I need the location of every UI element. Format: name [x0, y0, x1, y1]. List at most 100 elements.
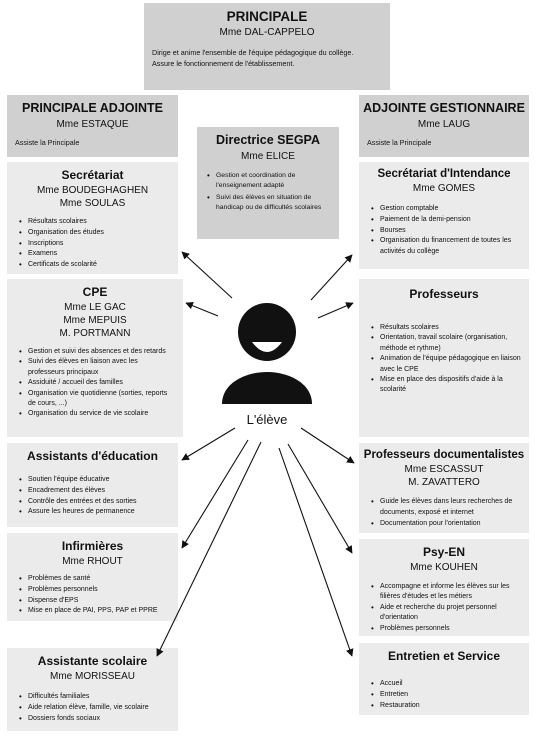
list-item: Gestion et coordination de l'enseignemen… [207, 171, 329, 191]
documentalistes-list: Guide les élèves dans leurs recherches d… [359, 489, 529, 529]
list-item: Gestion comptable [371, 204, 521, 215]
cpe-title: CPE [82, 285, 108, 299]
list-item: Orientation, travail scolaire (organisat… [371, 333, 521, 354]
arrow-to-secretariat [181, 251, 233, 299]
student-icon [222, 303, 312, 404]
cpe-box: CPE Mme LE GAC Mme MEPUIS M. PORTMANN Ge… [7, 279, 183, 437]
professeurs-box: Professeurs Résultats scolaires Orientat… [359, 279, 529, 437]
principale-name: Mme DAL-CAPPELO [219, 27, 315, 38]
arrow-to-psy-en [287, 443, 353, 554]
list-item: Résultats scolaires [19, 217, 170, 228]
intendance-box: Secrétariat d'Intendance Mme GOMES Gesti… [359, 162, 529, 269]
list-item: Documentation pour l'orientation [371, 519, 521, 530]
secretariat-name-1: Mme BOUDEGHAGHEN [36, 185, 149, 196]
documentalistes-title: Professeurs documentalistes [363, 449, 525, 461]
list-item: Organisation des études [19, 228, 170, 239]
adjointe-gestionnaire-title: ADJOINTE GESTIONNAIRE [363, 101, 525, 115]
segpa-box: Directrice SEGPA Mme ELICE Gestion et co… [197, 127, 339, 239]
principale-adjointe-title: PRINCIPALE ADJOINTE [22, 101, 163, 115]
segpa-title: Directrice SEGPA [216, 133, 320, 147]
list-item: Paiement de la demi-pension [371, 215, 521, 226]
list-item: Aide relation élève, famille, vie scolai… [19, 703, 170, 714]
documentalistes-name-2: M. ZAVATTERO [408, 477, 480, 488]
cpe-name-3: M. PORTMANN [59, 328, 131, 339]
list-item: Accompagne et informe les élèves sur les… [371, 582, 521, 603]
list-item: Accueil [371, 679, 521, 690]
list-item: Assure les heures de permanence [19, 507, 170, 518]
list-item: Problèmes personnels [371, 624, 521, 635]
assistante-scolaire-name: Mme MORISSEAU [49, 671, 135, 682]
segpa-list: Gestion et coordination de l'enseignemen… [197, 163, 339, 213]
principale-desc-1: Dirige et anime l'ensemble de l'équipe p… [152, 48, 354, 57]
list-item: Dispense d'EPS [19, 596, 170, 607]
infirmieres-list: Problèmes de santé Problèmes personnels … [7, 568, 178, 617]
list-item: Organisation vie quotidienne (sorties, r… [19, 389, 175, 410]
arrow-to-entretien-service [278, 447, 354, 657]
assistants-education-list: Soutien l'équipe éducative Encadrement d… [7, 463, 178, 518]
list-item: Problèmes de santé [19, 574, 170, 585]
list-item: Problèmes personnels [19, 585, 170, 596]
list-item: Mise en place des dispositifs d'aide à l… [371, 375, 521, 396]
list-item: Contrôle des entrées et des sorties [19, 497, 170, 508]
secretariat-box: Secrétariat Mme BOUDEGHAGHEN Mme SOULAS … [7, 162, 178, 274]
cpe-name-1: Mme LE GAC [64, 302, 126, 313]
assistants-education-title: Assistants d'éducation [27, 449, 158, 463]
entretien-service-box: Entretien et Service Accueil Entretien R… [359, 643, 529, 715]
list-item: Suivi des élèves en situation de handica… [207, 193, 329, 213]
list-item: Certificats de scolarité [19, 260, 170, 271]
principale-title: PRINCIPALE [226, 9, 308, 24]
list-item: Inscriptions [19, 239, 170, 250]
list-item: Restauration [371, 701, 521, 712]
list-item: Bourses [371, 226, 521, 237]
principale-adjointe-role: Assiste la Principale [15, 138, 80, 147]
list-item: Difficultés familiales [19, 692, 170, 703]
arrow-to-documentalistes [300, 427, 355, 464]
psy-en-name: Mme KOUHEN [410, 562, 478, 573]
infirmieres-title: Infirmières [61, 539, 124, 553]
adjointe-gestionnaire-box: ADJOINTE GESTIONNAIRE Mme LAUG Assiste l… [359, 95, 529, 157]
arrow-to-assistants-education [181, 427, 236, 461]
entretien-service-title: Entretien et Service [387, 649, 501, 663]
list-item: Encadrement des élèves [19, 486, 170, 497]
intendance-list: Gestion comptable Paiement de la demi-pe… [359, 195, 529, 258]
psy-en-box: Psy-EN Mme KOUHEN Accompagne et informe … [359, 539, 529, 636]
cpe-name-2: Mme MEPUIS [63, 315, 127, 326]
documentalistes-name-1: Mme ESCASSUT [404, 464, 484, 475]
assistants-education-box: Assistants d'éducation Soutien l'équipe … [7, 443, 178, 527]
secretariat-name-2: Mme SOULAS [59, 198, 126, 209]
list-item: Gestion et suivi des absences et des ret… [19, 347, 175, 358]
arrow-to-assistante-scolaire [156, 441, 262, 657]
arrow-to-infirmieres [181, 439, 249, 549]
list-item: Organisation du service de vie scolaire [19, 409, 175, 420]
professeurs-list: Résultats scolaires Orientation, travail… [359, 301, 529, 396]
intendance-title: Secrétariat d'Intendance [377, 168, 511, 180]
principale-box: PRINCIPALE Mme DAL-CAPPELO Dirige et ani… [144, 3, 390, 90]
arrow-to-cpe [185, 302, 219, 317]
psy-en-list: Accompagne et informe les élèves sur les… [359, 574, 529, 634]
assistante-scolaire-title: Assistante scolaire [37, 654, 148, 668]
assistante-scolaire-list: Difficultés familiales Aide relation élè… [7, 683, 178, 724]
arrow-to-professeurs [317, 302, 354, 319]
list-item: Mise en place de PAI, PPS, PAP et PPRE [19, 606, 170, 617]
entretien-service-list: Accueil Entretien Restauration [359, 663, 529, 711]
list-item: Examens [19, 249, 170, 260]
list-item: Soutien l'équipe éducative [19, 475, 170, 486]
infirmieres-box: Infirmières Mme RHOUT Problèmes de santé… [7, 533, 178, 621]
list-item: Résultats scolaires [371, 323, 521, 334]
secretariat-list: Résultats scolaires Organisation des étu… [7, 210, 178, 271]
assistante-scolaire-box: Assistante scolaire Mme MORISSEAU Diffic… [7, 648, 178, 731]
list-item: Suivi des élèves en liaison avec les pro… [19, 357, 175, 378]
adjointe-gestionnaire-role: Assiste la Principale [367, 138, 432, 147]
arrow-to-intendance [310, 254, 353, 301]
psy-en-title: Psy-EN [422, 545, 466, 559]
list-item: Entretien [371, 690, 521, 701]
secretariat-title: Secrétariat [61, 168, 124, 182]
professeurs-title: Professeurs [409, 287, 479, 301]
infirmieres-name: Mme RHOUT [62, 556, 123, 567]
student-label: L'élève [246, 412, 288, 427]
list-item: Aide et recherche du projet personnel d'… [371, 603, 521, 624]
principale-adjointe-name: Mme ESTAQUE [56, 119, 129, 130]
adjointe-gestionnaire-name: Mme LAUG [417, 119, 471, 130]
intendance-name: Mme GOMES [412, 183, 476, 194]
